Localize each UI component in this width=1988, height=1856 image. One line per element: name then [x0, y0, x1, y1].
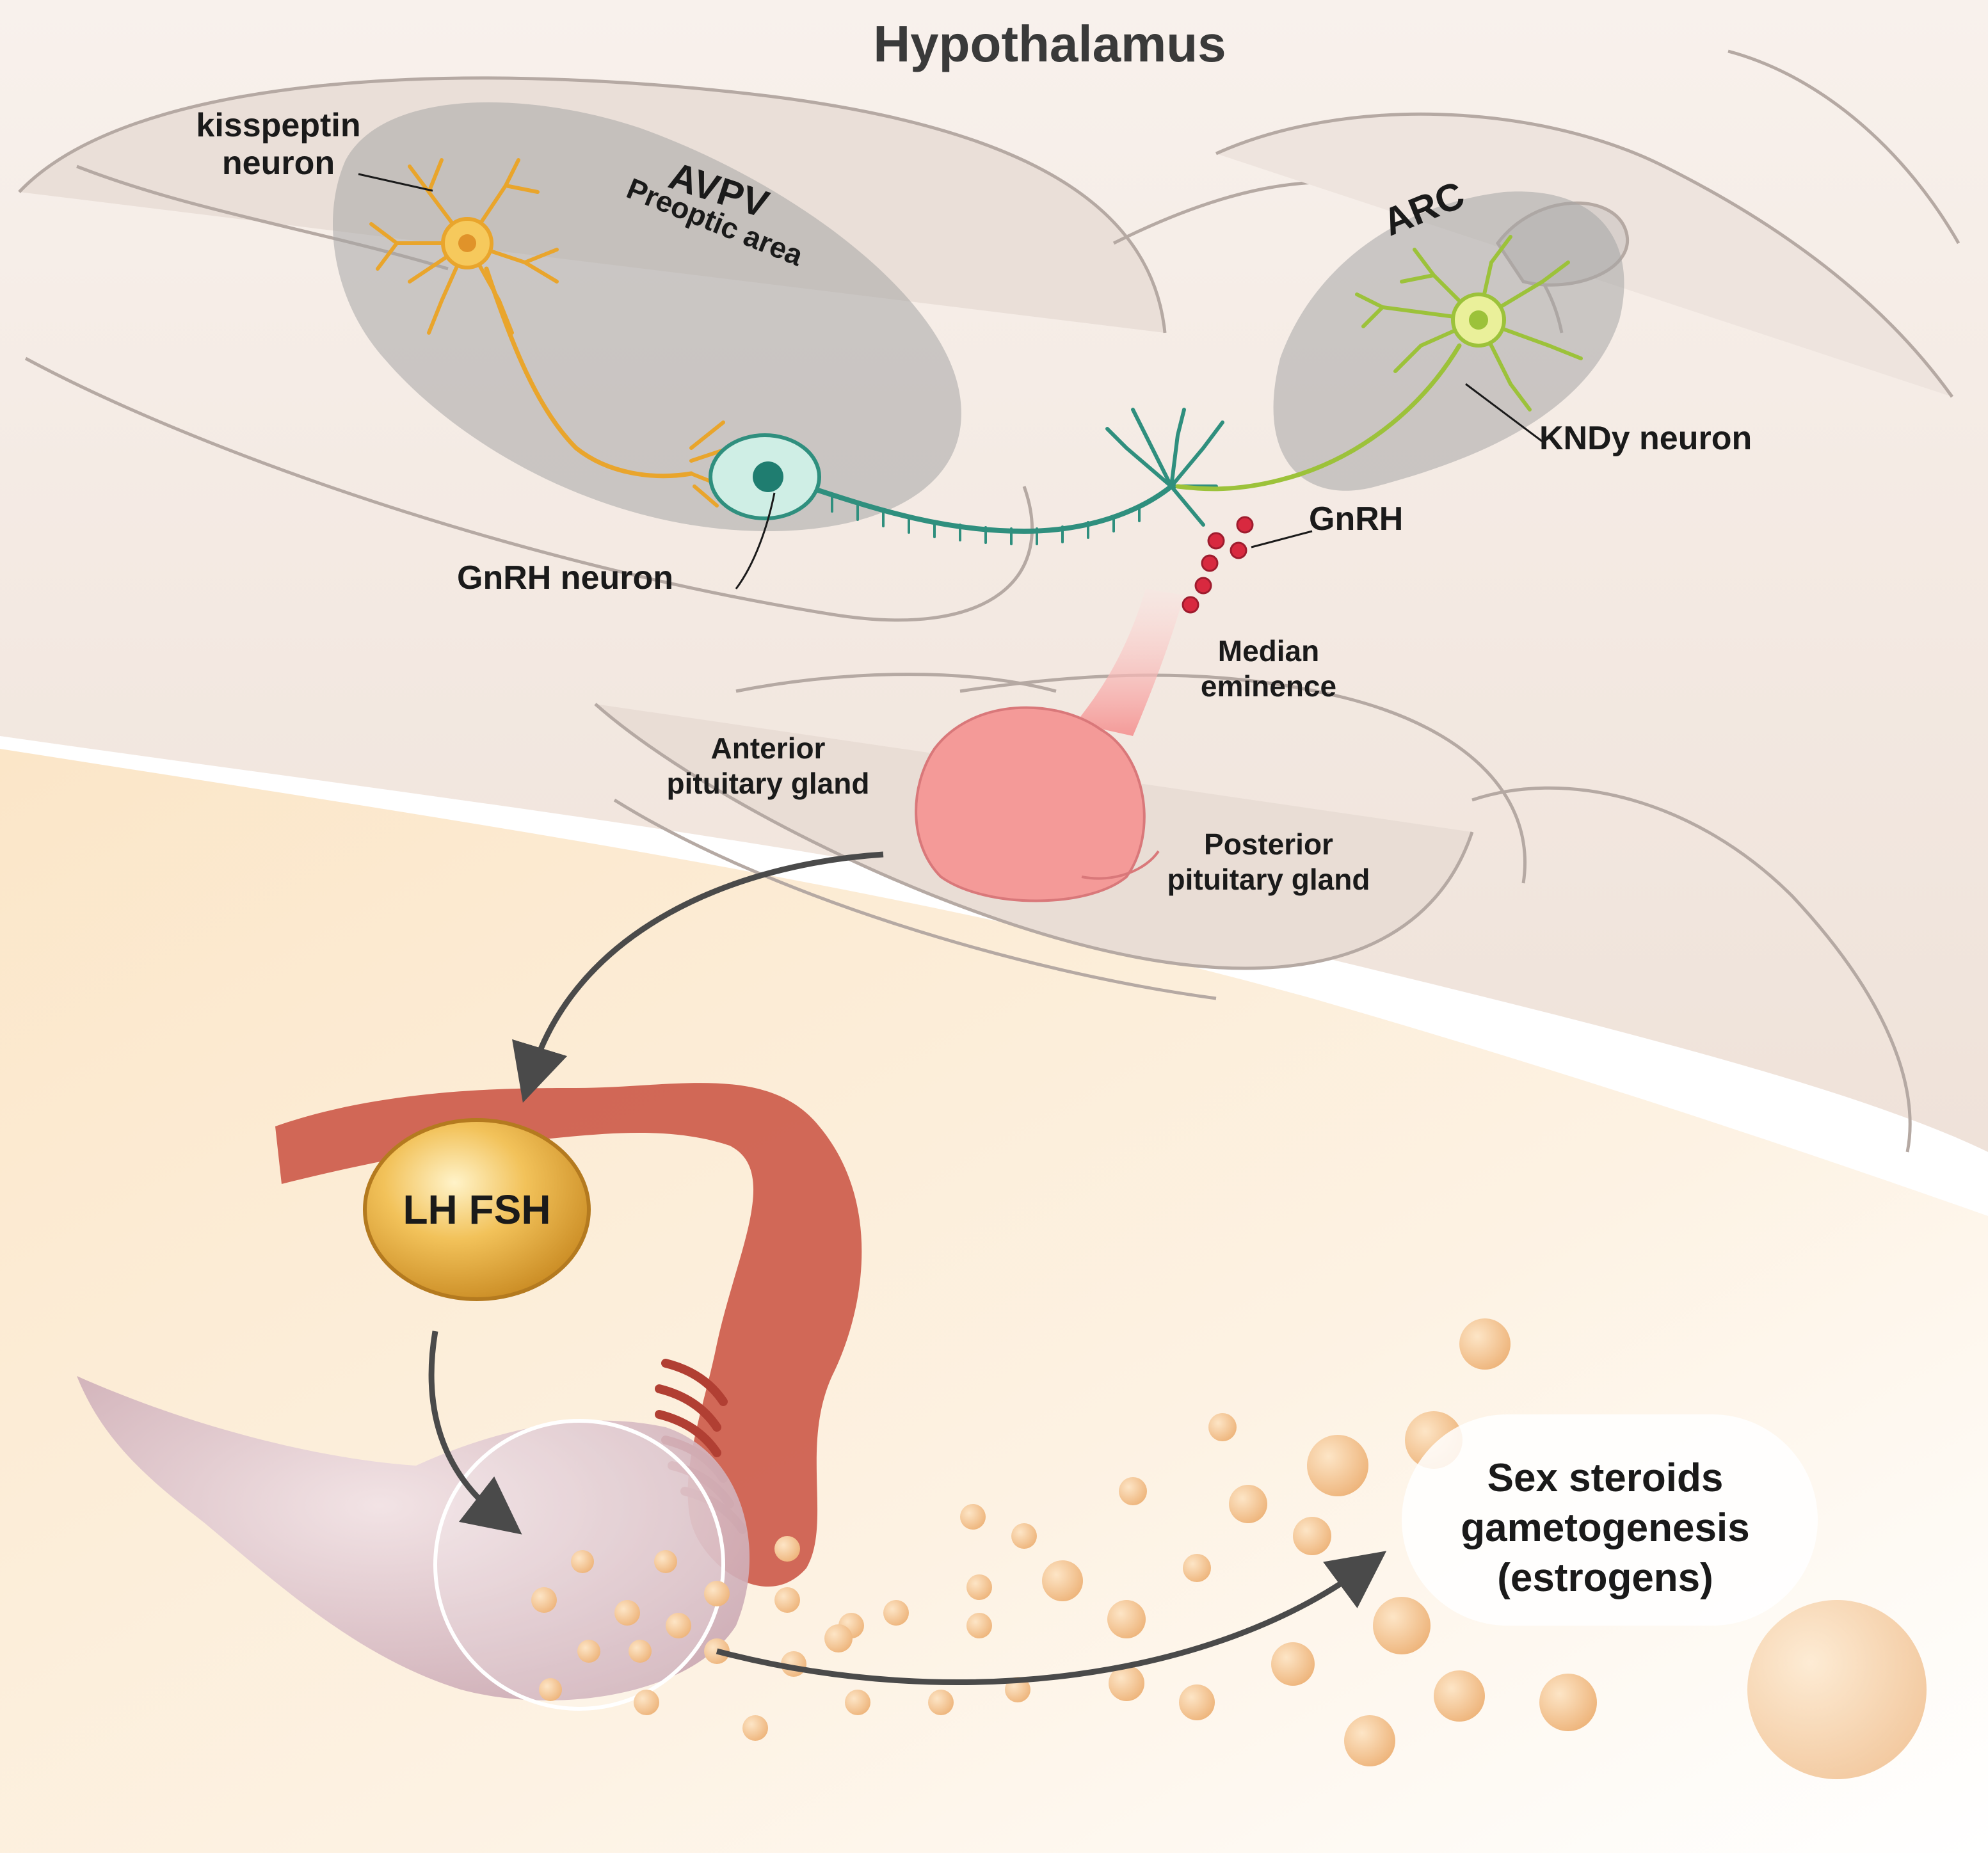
lh-fsh-label: LH FSH [403, 1187, 550, 1233]
arrow-ovary-to-output [716, 1551, 1387, 1686]
kisspeptin-neuron-label-line2: neuron [222, 145, 335, 182]
kndy-neuron-label: KNDy neuron [1539, 420, 1752, 457]
gnrh-neuron [709, 408, 1224, 545]
output-label-line3: (estrogens) [1497, 1556, 1713, 1600]
ovary [77, 1376, 750, 1700]
flow-arrows [428, 851, 1387, 1686]
output-bubble [1402, 1414, 1818, 1626]
arc-region [1273, 191, 1624, 491]
kisspeptin-neuron-label-line1: kisspeptin [196, 107, 360, 144]
kndy-neuron [1175, 235, 1583, 492]
lh-fsh-node: LH FSH [363, 1118, 591, 1301]
arrow-pituitary-to-hormone [512, 851, 884, 1103]
anterior-pituitary-label-line1: Anterior [711, 732, 826, 765]
pituitary-gland [915, 589, 1184, 902]
arrow-hormone-to-ovary [428, 1331, 522, 1535]
posterior-pituitary-label-line1: Posterior [1204, 828, 1333, 861]
steroid-droplets [531, 1318, 1927, 1779]
gnrh-granules [1182, 516, 1254, 614]
anterior-pituitary-label-line2: pituitary gland [667, 767, 870, 800]
gnrh-label: GnRH [1309, 500, 1403, 538]
leader-lines [358, 173, 1543, 589]
median-eminence-label-line2: eminence [1201, 669, 1336, 703]
output-label-line1: Sex steroids [1487, 1456, 1724, 1500]
diagram-title: Hypothalamus [873, 15, 1226, 72]
gnrh-neuron-label: GnRH neuron [457, 559, 673, 596]
posterior-pituitary-label-line2: pituitary gland [1167, 863, 1370, 896]
kisspeptin-neuron [369, 158, 732, 508]
median-eminence-label-line1: Median [1218, 634, 1319, 668]
output-label-line2: gametogenesis [1461, 1506, 1749, 1550]
